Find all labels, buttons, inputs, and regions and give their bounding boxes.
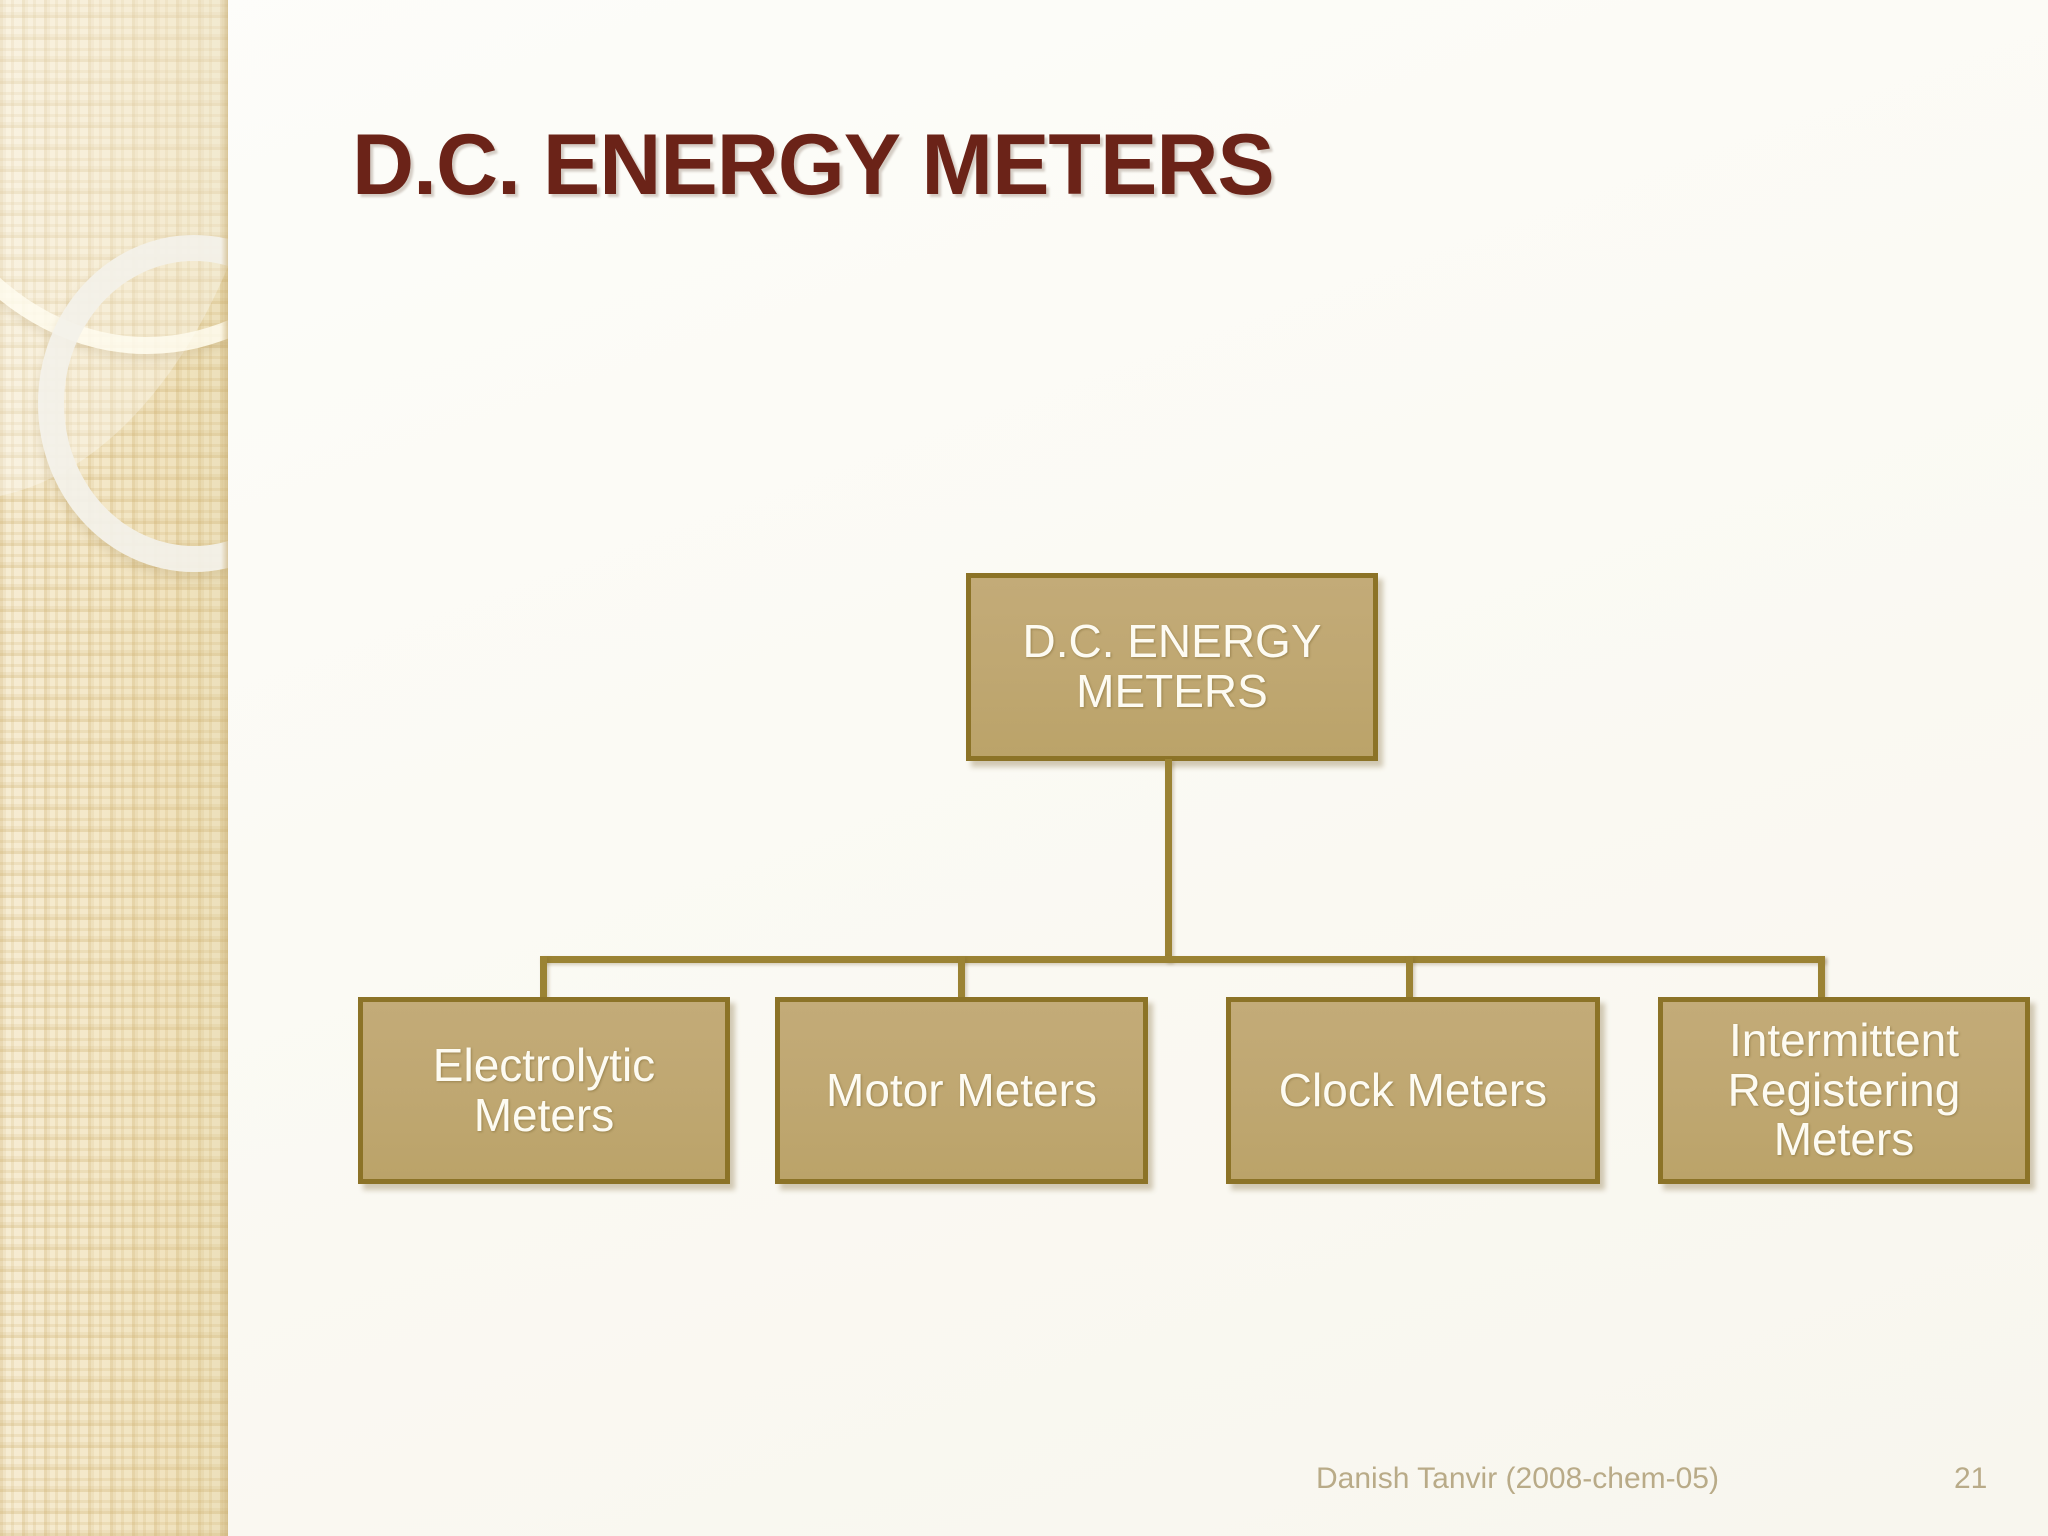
org-node-intermittent-registering-meters: Intermittent Registering Meters xyxy=(1658,997,2030,1184)
connector-drop-3 xyxy=(1406,956,1413,1001)
sidebar-edge-shadow xyxy=(221,0,228,1536)
org-node-label: Electrolytic Meters xyxy=(432,1038,656,1141)
connector-root-vertical xyxy=(1165,759,1172,962)
org-node-root-label: D.C. ENERGY METERS xyxy=(1022,615,1322,717)
org-node-motor-meters: Motor Meters xyxy=(775,997,1148,1184)
slide-title: D.C. ENERGY METERS xyxy=(352,117,1275,213)
connector-drop-4 xyxy=(1818,956,1825,1001)
org-node-label: Clock Meters xyxy=(1278,1063,1548,1116)
footer-page-number: 21 xyxy=(1954,1462,1988,1495)
connector-drop-2 xyxy=(958,956,965,1001)
footer-author: Danish Tanvir (2008-chem-05) xyxy=(1316,1462,1719,1495)
connector-horizontal-bus xyxy=(540,956,1825,963)
org-node-label: Motor Meters xyxy=(826,1063,1097,1116)
org-node-root: D.C. ENERGY METERS xyxy=(966,573,1378,761)
org-node-label: Intermittent Registering Meters xyxy=(1727,1013,1961,1166)
org-node-clock-meters: Clock Meters xyxy=(1226,997,1600,1184)
connector-drop-1 xyxy=(540,956,547,1001)
decorative-sidebar xyxy=(0,0,228,1536)
org-node-electrolytic-meters: Electrolytic Meters xyxy=(358,997,730,1184)
